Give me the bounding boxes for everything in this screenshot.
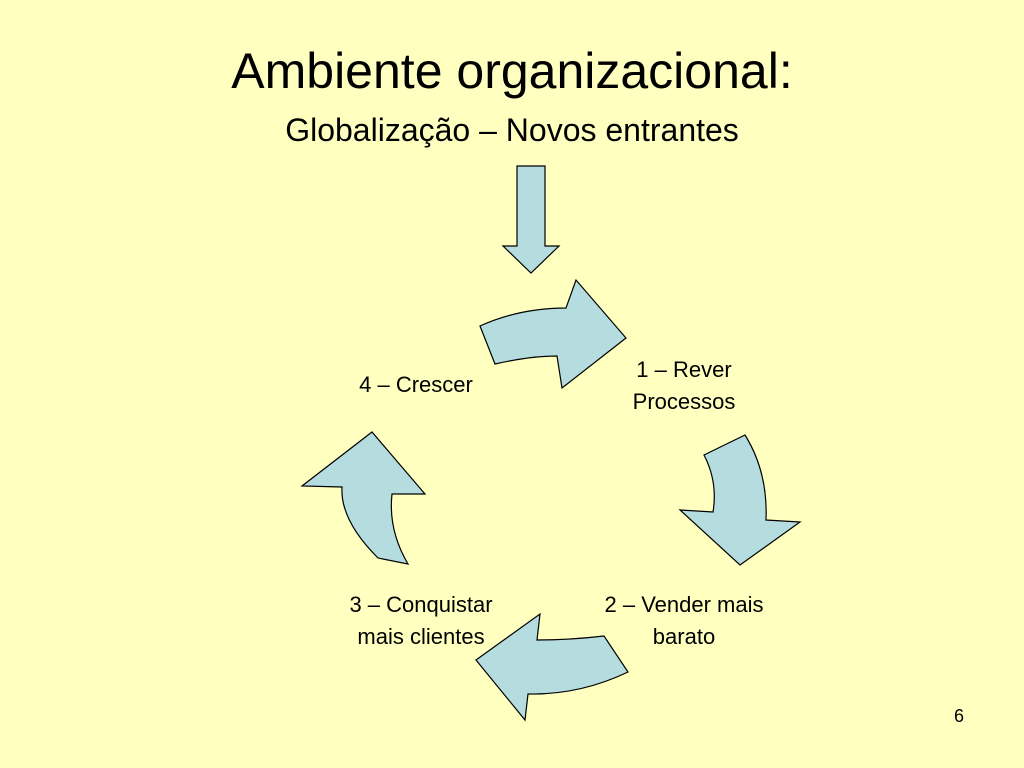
step-3-label: 3 – Conquistar mais clientes xyxy=(318,589,524,653)
curved-arrow-top-icon xyxy=(479,278,627,390)
step-4-line1: 4 – Crescer xyxy=(359,372,473,397)
curved-arrow-right-icon xyxy=(678,434,802,566)
slide-subtitle: Globalização – Novos entrantes xyxy=(285,112,739,148)
step-2-label: 2 – Vender mais barato xyxy=(572,589,796,653)
step-3-line1: 3 – Conquistar xyxy=(349,592,493,617)
step-4-label: 4 – Crescer xyxy=(326,369,506,401)
step-3-line2: mais clientes xyxy=(357,624,485,649)
step-2-line2: barato xyxy=(652,624,716,649)
curved-arrow-left-icon xyxy=(300,431,427,565)
step-2-line1: 2 – Vender mais xyxy=(604,592,764,617)
curved-arrow-bottom-icon xyxy=(475,612,629,722)
step-1-line1: 1 – Rever xyxy=(636,357,732,382)
slide-title: Ambiente organizacional: xyxy=(231,43,793,99)
page-number: 6 xyxy=(953,706,964,726)
step-1-label: 1 – Rever Processos xyxy=(598,354,770,418)
step-1-line2: Processos xyxy=(632,389,736,414)
down-arrow-icon xyxy=(501,165,561,274)
